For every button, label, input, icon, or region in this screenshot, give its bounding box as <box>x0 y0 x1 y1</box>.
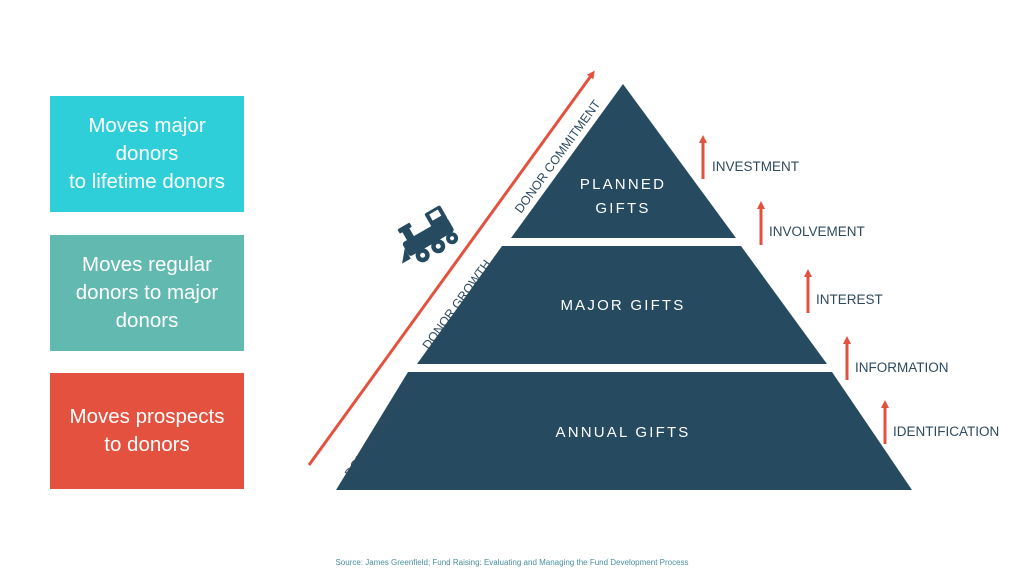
train-cowcatcher <box>402 248 411 264</box>
train-wheel-hub-3 <box>450 236 455 241</box>
train-body <box>402 218 454 256</box>
train-wheel-hub-2 <box>435 243 441 249</box>
step-involvement: INVOLVEMENT <box>757 201 865 245</box>
tier-label-annual-gifts: ANNUAL GIFTS <box>555 424 690 441</box>
source-citation: Source: James Greenfield; Fund Raising: … <box>335 558 689 567</box>
growth-arrow <box>307 70 595 466</box>
pyramid-tier-top <box>511 84 736 238</box>
pyramid-tier-bottom <box>336 372 912 490</box>
tier-label-planned: PLANNED <box>580 176 666 193</box>
step-label-information: INFORMATION <box>855 360 949 375</box>
train-chimney <box>402 227 415 242</box>
box-regular-to-major: Moves regular donors to major donors <box>50 235 244 351</box>
tier-label-major-gifts: MAJOR GIFTS <box>560 297 685 314</box>
box-prospects-to-donors: Moves prospects to donors <box>50 373 244 489</box>
step-label-interest: INTEREST <box>816 292 883 307</box>
step-information: INFORMATION <box>843 336 949 380</box>
step-interest: INTEREST <box>804 269 883 313</box>
step-label-involvement: INVOLVEMENT <box>769 224 865 239</box>
step-investment: INVESTMENT <box>699 135 799 179</box>
box-major-to-lifetime: Moves major donors to lifetime donors <box>50 96 244 212</box>
step-label-identification: IDENTIFICATION <box>893 424 999 439</box>
train-chimney-top <box>397 222 412 234</box>
train-cab-window <box>429 209 442 221</box>
step-identification: IDENTIFICATION <box>881 400 999 444</box>
step-label-investment: INVESTMENT <box>712 159 799 174</box>
train-icon <box>397 205 459 264</box>
pyramid-tier-middle <box>417 246 827 364</box>
train-wheel-hub-1 <box>420 252 426 258</box>
tier-label-gifts: GIFTS <box>595 200 650 217</box>
